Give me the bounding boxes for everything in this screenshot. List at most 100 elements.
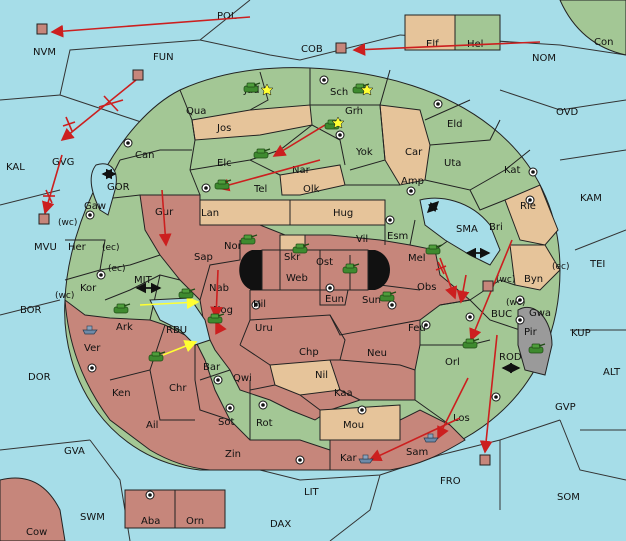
label-Ken: Ken <box>112 388 131 399</box>
label-Esm: Esm <box>387 231 408 242</box>
label-FRO: FRO <box>440 476 461 487</box>
label-Nil: Nil <box>315 370 328 381</box>
label-Kat: Kat <box>504 165 521 176</box>
label-Grh: Grh <box>345 106 363 117</box>
label-Olk: Olk <box>303 184 320 195</box>
label-Kaa: Kaa <box>334 388 353 399</box>
label-Skr: Skr <box>284 252 301 263</box>
label-Uta: Uta <box>444 158 461 169</box>
coast-labels: (wc) (ec) (ec) (wc) (wc) (wc) (ec) <box>55 218 570 308</box>
label-Byn: Byn <box>524 274 543 285</box>
label-Ver: Ver <box>84 343 101 354</box>
red-south-west <box>64 298 331 471</box>
label-GVP: GVP <box>555 402 576 413</box>
label-Lan: Lan <box>201 208 219 219</box>
label-GOR: GOR <box>107 182 130 193</box>
label-Orn: Orn <box>186 516 204 527</box>
label-Qwi: Qwi <box>233 373 252 384</box>
label-SMA: SMA <box>456 224 478 235</box>
label-Kor: Kor <box>80 283 97 294</box>
label-NOM: NOM <box>532 53 556 64</box>
label-DAX: DAX <box>270 519 291 530</box>
label-Uru: Uru <box>255 323 273 334</box>
label-Bri: Bri <box>489 222 503 233</box>
label-ALT: ALT <box>603 367 621 378</box>
label-BUC: BUC <box>491 309 512 320</box>
label-KAL: KAL <box>6 162 25 173</box>
label-Sap: Sap <box>194 252 213 263</box>
label-Vil: Vil <box>356 234 368 245</box>
label-Sam: Sam <box>406 447 428 458</box>
label-MIT: MIT <box>134 275 153 286</box>
svg-text:(wc): (wc) <box>55 291 74 301</box>
label-Chr: Chr <box>169 383 187 394</box>
svg-text:(wc): (wc) <box>58 218 77 228</box>
label-GVA: GVA <box>64 446 85 457</box>
label-FUN: FUN <box>153 52 174 63</box>
svg-text:(wc): (wc) <box>496 275 515 285</box>
label-Amp: Amp <box>401 176 424 187</box>
label-Sch: Sch <box>330 87 348 98</box>
label-Bar: Bar <box>203 362 221 373</box>
province-borders <box>64 68 531 470</box>
label-Kar: Kar <box>340 453 358 464</box>
label-Aba: Aba <box>141 516 160 527</box>
svg-text:(ec): (ec) <box>552 262 570 272</box>
label-Nor: Nor <box>224 241 243 252</box>
label-Nar: Nar <box>292 165 311 176</box>
label-TEI: TEI <box>589 259 605 270</box>
label-Elc: Elc <box>217 158 232 169</box>
label-Tel: Tel <box>253 184 267 195</box>
label-Pir: Pir <box>524 327 538 338</box>
label-SOM: SOM <box>557 492 580 503</box>
label-Cow: Cow <box>26 527 47 538</box>
label-Qua: Qua <box>186 106 206 117</box>
label-COB: COB <box>301 44 323 55</box>
svg-text:(wc): (wc) <box>506 298 525 308</box>
label-KUP: KUP <box>571 328 591 339</box>
label-Rie: Rie <box>520 201 536 212</box>
label-Web: Web <box>286 273 308 284</box>
label-OVD: OVD <box>556 107 579 118</box>
label-Neu: Neu <box>367 348 387 359</box>
label-LIT: LIT <box>304 487 320 498</box>
label-Gur: Gur <box>155 207 174 218</box>
label-Rot: Rot <box>256 418 273 429</box>
unit-stars <box>260 83 374 129</box>
label-KAM: KAM <box>580 193 602 204</box>
label-Yok: Yok <box>355 147 373 158</box>
label-Nab: Nab <box>209 283 229 294</box>
move-orders <box>42 16 541 462</box>
unit-markers <box>36 23 494 466</box>
label-Con: Con <box>594 37 613 48</box>
label-Can: Can <box>135 150 154 161</box>
label-Feu: Feu <box>408 323 426 334</box>
label-ROD: ROD <box>499 352 522 363</box>
label-Hug: Hug <box>333 208 353 219</box>
label-RBU: RBU <box>166 325 187 336</box>
label-Ark: Ark <box>116 322 133 333</box>
label-Nog: Nog <box>213 305 233 316</box>
label-Ost: Ost <box>316 257 333 268</box>
label-Gwa: Gwa <box>529 308 551 319</box>
label-Her: Her <box>68 242 87 253</box>
label-Orl: Orl <box>445 357 460 368</box>
label-Sun: Sun <box>362 295 381 306</box>
neutral-tan <box>191 104 561 441</box>
label-Sot: Sot <box>218 417 234 428</box>
label-Obs: Obs <box>417 282 436 293</box>
label-GVG: GVG <box>52 157 74 168</box>
label-SWM: SWM <box>80 512 105 523</box>
label-DOR: DOR <box>28 372 51 383</box>
label-MVU: MVU <box>34 242 57 253</box>
label-NVM: NVM <box>33 47 56 58</box>
label-Hil: Hil <box>253 299 266 310</box>
label-Eun: Eun <box>325 294 344 305</box>
svg-text:(ec): (ec) <box>102 243 120 253</box>
label-Mel: Mel <box>408 253 426 264</box>
connection-arrows <box>101 168 521 374</box>
label-Los: Los <box>453 413 470 424</box>
